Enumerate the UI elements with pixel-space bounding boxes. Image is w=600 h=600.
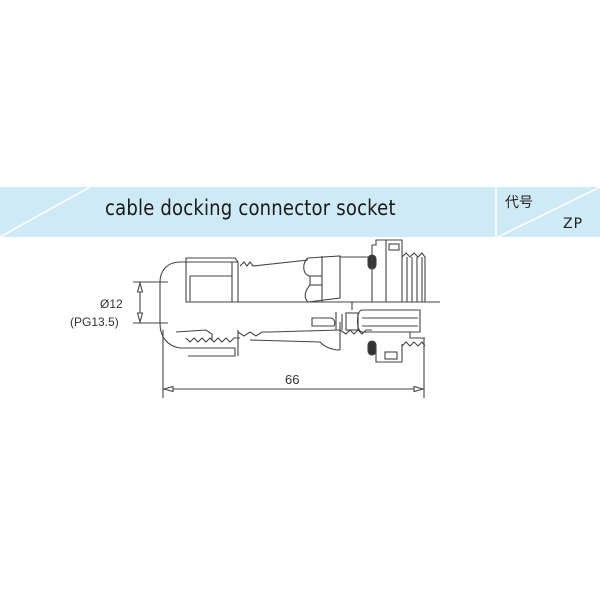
length-dimension — [161, 330, 426, 398]
length-label: 66 — [285, 372, 299, 387]
thread-label: (PG13.5) — [70, 315, 119, 329]
code-value: ZP — [563, 216, 584, 232]
banner-decoration — [0, 187, 600, 237]
cap-nut-upper — [159, 257, 239, 303]
gland-body-upper — [239, 255, 341, 303]
flange-lower — [367, 331, 426, 363]
flange-upper — [340, 239, 426, 302]
gland-body-lower — [237, 322, 372, 351]
diameter-label: Ø12 — [100, 297, 123, 311]
code-label: 代号 — [505, 195, 533, 211]
cap-nut-lower — [159, 322, 240, 357]
contact-pin — [311, 302, 421, 333]
diameter-dimension — [133, 280, 168, 325]
title-banner — [0, 187, 600, 237]
page-title: cable docking connector socket — [105, 196, 396, 220]
